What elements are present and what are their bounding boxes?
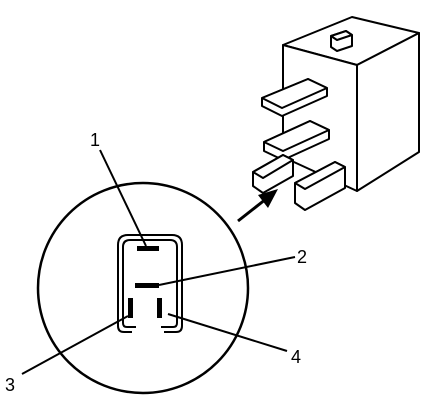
terminal-face-inner	[122, 239, 178, 328]
relay-top-tab-top	[330, 30, 353, 41]
leader-line-2	[158, 256, 296, 286]
callout-2: 2	[297, 247, 307, 267]
callout-1: 1	[90, 130, 100, 150]
pin-slot-4	[157, 298, 162, 318]
terminal-blade-upper-top	[261, 78, 328, 109]
terminal-blade-middle-top	[263, 120, 330, 152]
terminal-blade-lower-right-edge	[294, 161, 346, 190]
pin-slot-1	[137, 246, 159, 251]
view-direction-arrow	[237, 189, 278, 223]
leader-line-4	[167, 313, 288, 352]
leader-line-3	[21, 315, 129, 375]
leader-lines	[21, 149, 296, 375]
callout-3: 3	[5, 375, 15, 395]
terminal-face-outer	[117, 234, 183, 333]
callout-4: 4	[291, 347, 301, 367]
leader-line-1	[99, 149, 147, 247]
pin-slot-3	[128, 298, 133, 318]
terminal-face-outline	[117, 234, 183, 333]
relay-terminals	[252, 78, 346, 211]
pin-slots	[128, 246, 162, 318]
pin-slot-2	[135, 283, 159, 288]
relay-side-face	[356, 32, 420, 192]
terminal-blade-lower-left-edge	[252, 154, 294, 179]
callout-labels: 1 2 3 4	[5, 130, 307, 395]
